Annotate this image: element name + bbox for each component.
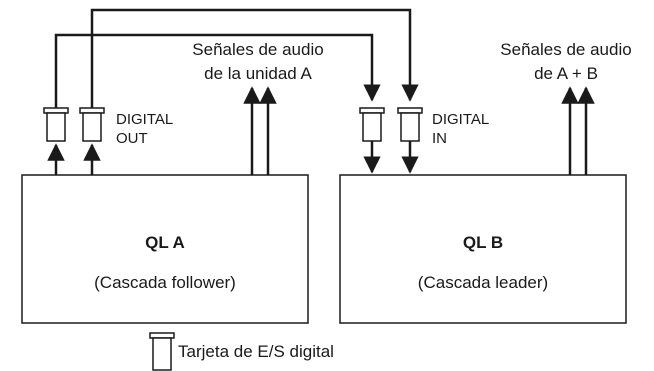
- unit-a-role: (Cascada follower): [94, 273, 236, 292]
- unit-a-port-label-line2: OUT: [116, 130, 148, 147]
- unit-a-box: [21, 174, 309, 324]
- unit-b-digital-in-card-1: [359, 107, 385, 142]
- legend-label: Tarjeta de E/S digital: [178, 342, 334, 361]
- unit-a-signal-line2: de la unidad A: [204, 64, 312, 83]
- digital-io-card-icon: [149, 332, 175, 371]
- unit-b-signal-line2: de A + B: [534, 64, 598, 83]
- cable-outer: [90, 8, 419, 108]
- unit-b-digital-in-card-2: [397, 107, 423, 142]
- unit-b-signal-line1: Señales de audio: [500, 40, 631, 59]
- cable-inner: [54, 33, 381, 108]
- unit-a-port-label-line1: DIGITAL: [116, 111, 173, 128]
- unit-b-name: QL B: [463, 233, 503, 252]
- unit-a-digital-out-card-2: [79, 107, 105, 142]
- unit-b-box: [339, 174, 627, 324]
- unit-b-role: (Cascada leader): [418, 273, 548, 292]
- unit-a-digital-out-card-1: [43, 107, 69, 142]
- unit-b-port-label-line1: DIGITAL: [432, 111, 489, 128]
- unit-a-name: QL A: [145, 233, 185, 252]
- unit-a-signal-line1: Señales de audio: [192, 40, 323, 59]
- unit-b-port-label-line2: IN: [432, 130, 447, 147]
